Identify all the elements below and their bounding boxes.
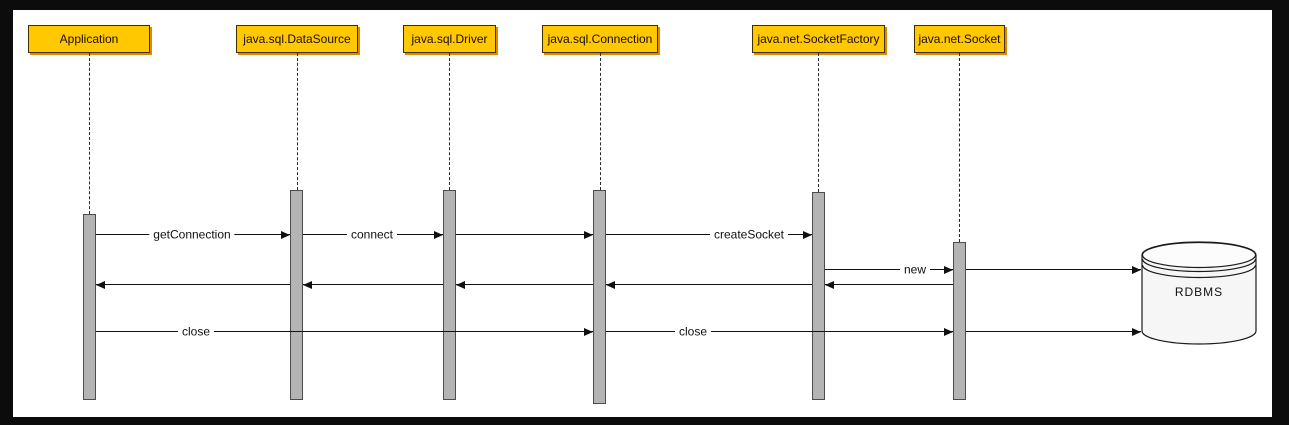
message-label-close-2: close xyxy=(674,324,712,340)
lifeline-datasource xyxy=(297,53,298,190)
arrowhead-right-icon xyxy=(803,231,812,239)
participant-label: Application xyxy=(59,32,119,46)
participant-socket: java.net.Socket xyxy=(914,25,1005,53)
return-line-driver-datasource xyxy=(303,284,443,285)
message-line-driver-connection xyxy=(456,234,593,235)
message-label-new: new xyxy=(899,262,931,278)
arrowhead-right-icon xyxy=(584,328,593,336)
arrowhead-right-icon xyxy=(1132,328,1141,336)
activation-connection xyxy=(593,190,606,404)
message-line-close-connection-socket xyxy=(606,331,953,332)
participant-label: java.sql.Connection xyxy=(547,32,653,46)
arrowhead-left-icon xyxy=(606,281,615,289)
participant-application: Application xyxy=(28,25,150,53)
lifeline-connection xyxy=(600,53,601,190)
database-cylinder-icon xyxy=(1141,241,1257,345)
participant-datasource: java.sql.DataSource xyxy=(236,25,358,53)
arrowhead-left-icon xyxy=(456,281,465,289)
message-label-createsocket: createSocket xyxy=(709,227,789,243)
arrowhead-right-icon xyxy=(281,231,290,239)
message-line-new xyxy=(825,269,953,270)
arrowhead-left-icon xyxy=(96,281,105,289)
return-line-socketfactory-connection xyxy=(606,284,812,285)
activation-socketfactory xyxy=(812,192,825,400)
participant-socketfactory: java.net.SocketFactory xyxy=(752,25,885,53)
message-line-socket-rdbms-open xyxy=(966,269,1141,270)
participant-label: java.sql.DataSource xyxy=(243,32,351,46)
arrowhead-right-icon xyxy=(434,231,443,239)
return-line-datasource-application xyxy=(96,284,290,285)
activation-application xyxy=(83,214,96,400)
return-line-connection-driver xyxy=(456,284,593,285)
arrowhead-right-icon xyxy=(1132,266,1141,274)
return-line-socket-socketfactory xyxy=(825,284,953,285)
lifeline-application xyxy=(89,53,90,214)
participant-connection: java.sql.Connection xyxy=(542,25,658,53)
database-node: RDBMS xyxy=(1141,241,1257,345)
arrowhead-right-icon xyxy=(584,231,593,239)
lifeline-socket xyxy=(959,53,960,242)
message-line-createsocket xyxy=(606,234,812,235)
arrowhead-right-icon xyxy=(944,266,953,274)
activation-driver xyxy=(443,190,456,400)
participant-driver: java.sql.Driver xyxy=(403,25,496,53)
activation-socket xyxy=(953,242,966,400)
database-label: RDBMS xyxy=(1174,285,1224,299)
arrowhead-right-icon xyxy=(944,328,953,336)
message-label-close-1: close xyxy=(177,324,215,340)
message-label-connect: connect xyxy=(346,227,398,243)
arrowhead-left-icon xyxy=(303,281,312,289)
activation-datasource xyxy=(290,190,303,400)
diagram-canvas: Application java.sql.DataSource java.sql… xyxy=(13,10,1272,417)
lifeline-socketfactory xyxy=(818,53,819,192)
participant-label: java.sql.Driver xyxy=(411,32,488,46)
message-line-socket-rdbms-close xyxy=(966,331,1141,332)
message-line-close-application-connection xyxy=(96,331,593,332)
participant-label: java.net.Socket xyxy=(918,32,1001,46)
participant-label: java.net.SocketFactory xyxy=(757,32,880,46)
lifeline-driver xyxy=(449,53,450,190)
arrowhead-left-icon xyxy=(825,281,834,289)
message-label-getconnection: getConnection xyxy=(149,227,235,243)
